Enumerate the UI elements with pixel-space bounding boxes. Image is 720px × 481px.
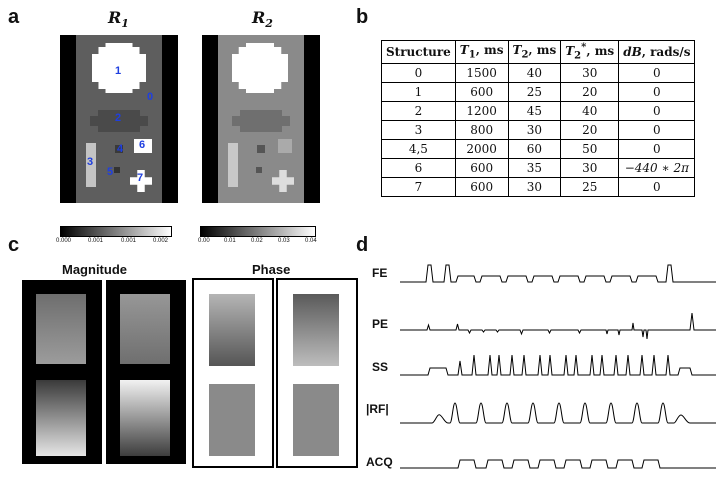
colorbar-tick: 0.000 [56, 238, 72, 244]
colorbar-tick: 0.001 [88, 238, 104, 244]
structure-label: 1 [115, 65, 122, 77]
table-cell: 40 [507, 63, 562, 83]
structure-label: 6 [139, 139, 146, 151]
table-cell: 0 [618, 101, 696, 121]
channel-label-rf: |RF| [366, 402, 389, 416]
header-t1: T1, ms [454, 40, 509, 64]
table-cell: 6 [381, 158, 456, 178]
pulse-sequence-diagram [400, 264, 716, 469]
table-cell: 600 [454, 82, 509, 102]
structure-3-shape [86, 143, 96, 187]
structure-6-shape [134, 139, 152, 153]
table-cell: 0 [618, 120, 696, 140]
header-db: dB, rads/s [618, 40, 696, 64]
colorbar-tick: 0.002 [153, 238, 169, 244]
structure-5-shape [114, 167, 120, 173]
structure-1-shape [92, 43, 146, 93]
r1-phantom-image: 1 0 2 3 4 5 6 7 [60, 35, 178, 203]
table-cell: 45 [507, 101, 562, 121]
table-cell: 20 [560, 82, 620, 102]
table-cell: 20 [560, 120, 620, 140]
panel-letter-c: c [8, 234, 20, 256]
channel-label-acq: ACQ [366, 455, 393, 469]
table-cell: 40 [560, 101, 620, 121]
rf-waveform [400, 402, 716, 424]
tissue-parameter-table: Structure T1, ms T2, ms T2*, ms dB, rads… [381, 40, 696, 197]
structure-label: 2 [115, 112, 122, 124]
r1-colorbar [60, 226, 172, 237]
colorbar-tick: 0.03 [278, 238, 290, 244]
table-header-row: Structure T1, ms T2, ms T2*, ms dB, rads… [381, 40, 696, 64]
pe-waveform [400, 312, 716, 340]
panel-letter-a: a [8, 6, 20, 28]
colorbar-tick: 0.04 [305, 238, 317, 244]
table-cell: 25 [507, 82, 562, 102]
structure-label: 4 [117, 143, 124, 155]
table-cell: 30 [560, 63, 620, 83]
table-cell: 25 [560, 177, 620, 197]
magnitude-image-1 [22, 280, 102, 464]
table-cell: 4,5 [381, 139, 456, 159]
table-cell: 30 [560, 158, 620, 178]
phase-label: Phase [252, 262, 291, 277]
colorbar-tick: 0.02 [251, 238, 263, 244]
r2-title: R2 [252, 8, 273, 31]
fe-waveform [400, 264, 716, 283]
structure-label: 0 [147, 91, 154, 103]
phase-image-1 [192, 278, 274, 468]
table-cell: 3 [381, 120, 456, 140]
table-cell: 600 [454, 158, 509, 178]
r2-phantom-image [202, 35, 320, 203]
table-cell: 0 [618, 63, 696, 83]
table-cell: 35 [507, 158, 562, 178]
phase-image-2 [276, 278, 358, 468]
table-cell: 60 [507, 139, 562, 159]
table-cell: 800 [454, 120, 509, 140]
structure-label: 5 [107, 166, 114, 178]
ss-waveform [400, 354, 716, 376]
r2-colorbar [200, 226, 316, 237]
panel-letter-b: b [356, 6, 369, 28]
table-cell: 1200 [454, 101, 509, 121]
table-cell: 0 [618, 177, 696, 197]
table-cell: 7 [381, 177, 456, 197]
acq-waveform [400, 459, 716, 469]
colorbar-tick: 0.001 [121, 238, 137, 244]
table-cell: 50 [560, 139, 620, 159]
table-cell: 0 [381, 63, 456, 83]
table-cell: 0 [618, 82, 696, 102]
table-cell: 1 [381, 82, 456, 102]
header-t2star: T2*, ms [560, 40, 620, 64]
header-t2: T2, ms [507, 40, 562, 64]
header-structure: Structure [381, 40, 456, 64]
panel-letter-d: d [356, 234, 369, 256]
colorbar-tick: 0.00 [198, 238, 210, 244]
structure-label: 3 [87, 156, 94, 168]
channel-label-fe: FE [372, 266, 388, 280]
table-cell: 30 [507, 177, 562, 197]
magnitude-label: Magnitude [62, 262, 127, 277]
structure-4-shape [115, 145, 123, 153]
table-cell: 1500 [454, 63, 509, 83]
table-cell: 2 [381, 101, 456, 121]
channel-label-ss: SS [372, 360, 389, 374]
r1-title: R1 [108, 8, 129, 31]
structure-label: 7 [137, 172, 144, 184]
colorbar-tick: 0.01 [224, 238, 236, 244]
table-cell: −440 ∗ 2π [618, 158, 696, 178]
table-cell: 600 [454, 177, 509, 197]
table-cell: 2000 [454, 139, 509, 159]
table-cell: 30 [507, 120, 562, 140]
table-cell: 0 [618, 139, 696, 159]
magnitude-image-2 [106, 280, 186, 464]
channel-label-pe: PE [372, 317, 389, 331]
